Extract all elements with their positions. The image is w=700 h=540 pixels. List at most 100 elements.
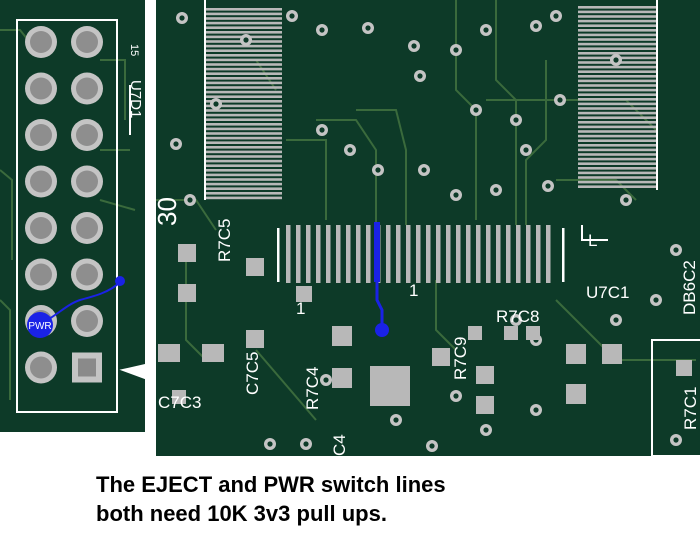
- via-hole: [533, 23, 539, 29]
- ic-pin: [578, 98, 658, 101]
- ic-pin: [578, 148, 658, 152]
- eject-pad-marker: [375, 323, 389, 337]
- ic-pin: [204, 178, 282, 181]
- ic-pin: [204, 12, 282, 16]
- ic-pin: [204, 58, 282, 62]
- connector-finger: [306, 225, 311, 283]
- label-1-left: 1: [296, 299, 305, 318]
- via-hole: [553, 13, 559, 19]
- ic-pin: [578, 139, 658, 142]
- smd-pad: [432, 348, 450, 366]
- header-pin-hole: [30, 77, 52, 100]
- via-hole: [365, 25, 371, 31]
- ic-pin: [578, 185, 658, 188]
- ic-pin: [204, 90, 282, 94]
- ic-pin: [204, 127, 282, 131]
- connector-finger: [496, 225, 501, 283]
- ic-pin: [578, 125, 658, 129]
- ic-pin: [578, 47, 658, 50]
- connector-finger: [296, 225, 301, 283]
- connector-finger: [436, 225, 441, 283]
- ic-pin: [204, 196, 282, 200]
- ic-pin: [204, 21, 282, 25]
- label-r7c9: R7C9: [451, 337, 470, 380]
- via-hole: [483, 27, 489, 33]
- ic-pin: [578, 180, 658, 184]
- pwr-wire-end-dot: [115, 276, 125, 286]
- smd-pad: [246, 258, 264, 276]
- via-hole: [213, 101, 219, 107]
- silkscreen-corner: [581, 225, 608, 241]
- ic-pin: [204, 44, 282, 48]
- header-pin-hole: [30, 263, 52, 286]
- via-hole: [673, 247, 679, 253]
- smd-pad: [566, 384, 586, 404]
- silkscreen-box: [651, 339, 700, 456]
- via-hole: [323, 377, 329, 383]
- ic-pin: [578, 70, 658, 73]
- ic-pin: [204, 118, 282, 121]
- label-30: 30: [156, 197, 182, 226]
- label-l: L: [588, 231, 597, 250]
- header-pin-hole: [76, 217, 98, 239]
- header-pin-hole: [30, 356, 52, 379]
- via-hole: [289, 13, 295, 19]
- header-pin-hole: [76, 170, 98, 193]
- copper-traces: [156, 0, 696, 421]
- connector-finger: [406, 225, 411, 283]
- label-c7c5: C7C5: [243, 352, 262, 395]
- ic-pin: [204, 104, 282, 108]
- caption-line-1: The EJECT and PWR switch lines: [96, 472, 446, 497]
- header-pin-hole: [78, 358, 96, 377]
- ic-pin: [204, 150, 282, 154]
- smd-pad: [504, 326, 518, 340]
- via-hole: [623, 197, 629, 203]
- connector-finger: [516, 225, 521, 283]
- smd-pad: [178, 244, 196, 262]
- ic-pin: [204, 63, 282, 66]
- ic-pin: [204, 100, 282, 103]
- ic-pins-right: [578, 0, 658, 190]
- ic-pin: [204, 72, 282, 75]
- smd-pad: [370, 366, 410, 406]
- ic-pin: [204, 192, 282, 195]
- connector-finger: [396, 225, 401, 283]
- header-silkscreen-outline: [16, 19, 118, 413]
- connector-finger: [466, 225, 471, 283]
- via-hole: [173, 141, 179, 147]
- via-hole: [523, 147, 529, 153]
- ic-pin: [578, 134, 658, 138]
- ic-pin: [578, 153, 658, 156]
- via-hole: [393, 417, 399, 423]
- pwr-wire-annotation: [39, 281, 121, 324]
- ic-pin: [578, 111, 658, 115]
- via-hole: [453, 393, 459, 399]
- ic-silk-edge: [656, 0, 658, 190]
- smd-pad: [526, 326, 540, 340]
- ic-pin: [204, 123, 282, 126]
- label-1-center: 1: [409, 281, 418, 300]
- header-pin-hole: [76, 77, 98, 100]
- ic-pin: [204, 86, 282, 89]
- ic-pin: [578, 75, 658, 78]
- ic-pin: [578, 171, 658, 175]
- ic-pin: [204, 77, 282, 80]
- label-r7c1: R7C1: [681, 387, 700, 430]
- via-hole: [483, 427, 489, 433]
- ic-pin: [204, 141, 282, 144]
- header-pin-hole: [76, 31, 98, 53]
- ic-pin: [578, 116, 658, 119]
- smd-pad: [296, 286, 312, 302]
- pwr-pad-marker: [27, 312, 53, 338]
- ic-pin: [578, 24, 658, 27]
- ic-pin: [204, 173, 282, 177]
- connector-silk-right: [562, 228, 565, 282]
- smd-pad: [172, 390, 186, 404]
- ic-pin: [204, 155, 282, 158]
- ic-pin: [578, 52, 658, 55]
- header-pin-hole: [30, 217, 52, 239]
- label-pwr: PWR: [28, 321, 51, 332]
- smd-pad: [202, 344, 224, 362]
- smd-pad: [468, 326, 482, 340]
- connector-finger: [346, 225, 351, 283]
